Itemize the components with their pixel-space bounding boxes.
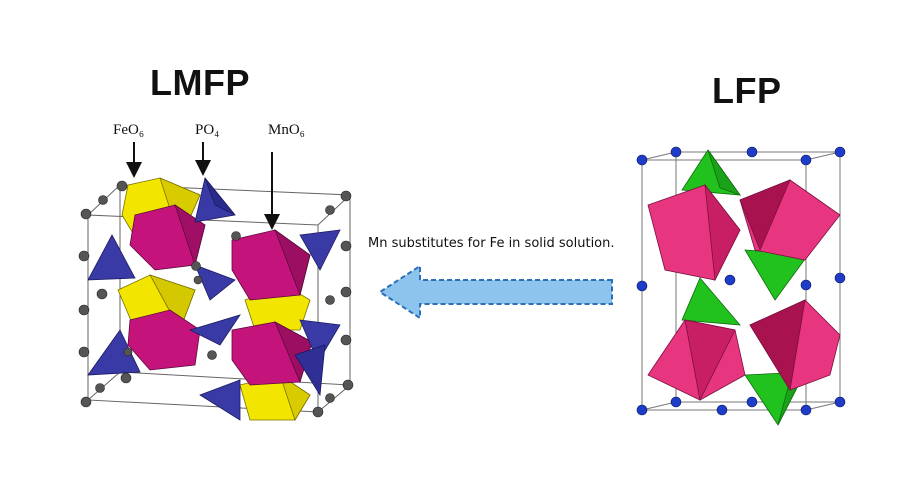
lfp-lithium-atoms [636,146,846,416]
substitution-caption: Mn substitutes for Fe in solid solution. [368,236,615,251]
lfp-title: LFP [712,70,782,111]
lmfp-label-pointers [126,142,280,230]
lmfp-lithium-atoms [78,180,354,418]
substitution-arrow [378,264,613,320]
lmfp-po4-tetrahedra [87,177,341,421]
lfp-feo6-octahedra [647,179,841,402]
mno6-label: MnO₆ [268,122,305,138]
lmfp-crystal-structure [78,142,354,421]
lmfp-title: LMFP [150,62,250,103]
feo6-label: FeO₆ [113,122,145,138]
po4-label: PO₄ [195,122,220,138]
lfp-crystal-structure [636,146,846,426]
